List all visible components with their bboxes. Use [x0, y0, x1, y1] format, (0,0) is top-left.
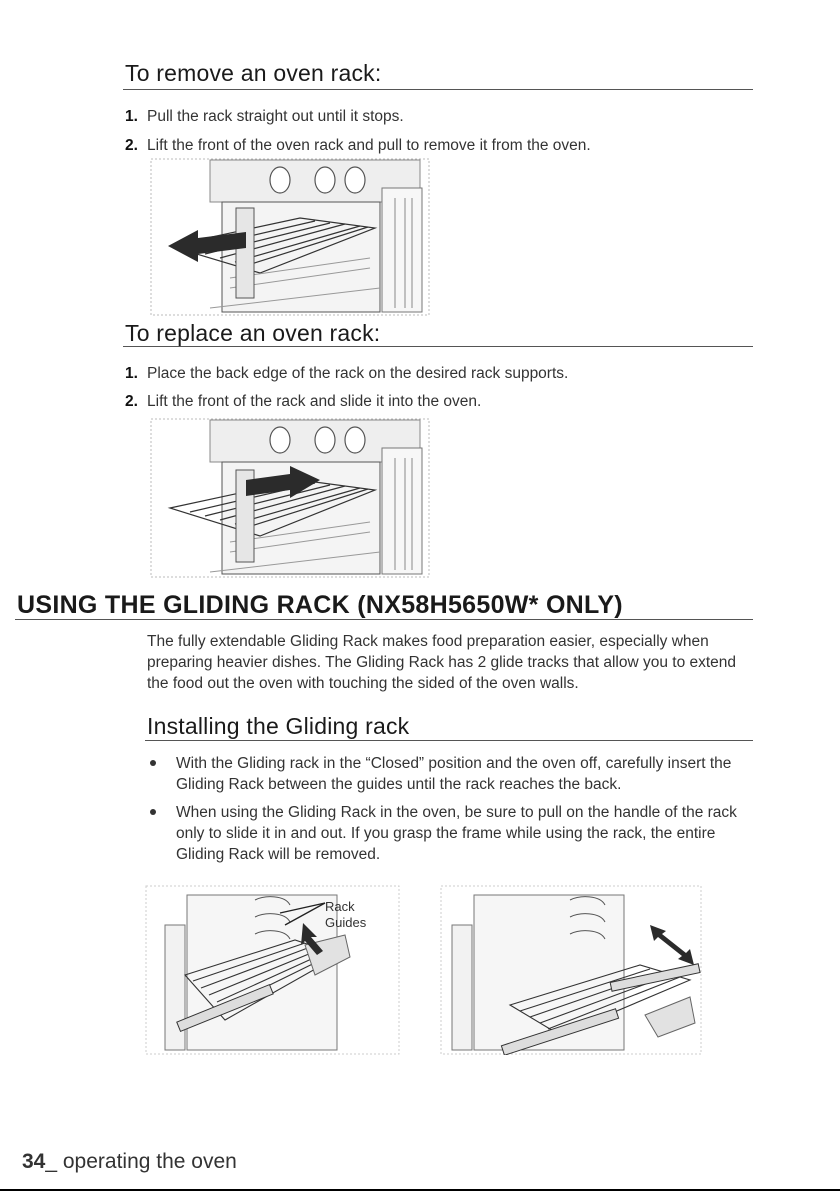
replace-rack-illustration [150, 418, 430, 578]
bullet-text: With the Gliding rack in the “Closed” po… [176, 755, 732, 793]
installing-bullet-1: With the Gliding rack in the “Closed” po… [150, 753, 760, 795]
callout-line-rack: Rack [325, 899, 355, 914]
rack-guides-illustration [145, 885, 400, 1055]
installing-heading-rule [145, 740, 753, 741]
remove-rack-illustration [150, 158, 430, 316]
step-number: 2. [125, 137, 138, 154]
replace-rack-heading: To replace an oven rack: [125, 320, 381, 346]
page-footer: 34_ operating the oven [22, 1150, 237, 1174]
gliding-rack-paragraph: The fully extendable Gliding Rack makes … [147, 633, 737, 692]
gliding-rack-extended-illustration [440, 885, 702, 1055]
bullet-text: When using the Gliding Rack in the oven,… [176, 804, 737, 863]
gliding-heading-rule [15, 619, 753, 620]
remove-heading-rule [123, 89, 753, 90]
step-number: 1. [125, 108, 138, 125]
footer-section: _ operating the oven [45, 1150, 237, 1173]
step-text: Lift the front of the oven rack and pull… [147, 137, 591, 154]
step-number: 1. [125, 365, 138, 382]
page-number: 34 [22, 1150, 46, 1173]
step-text: Place the back edge of the rack on the d… [147, 365, 569, 382]
installing-heading: Installing the Gliding rack [147, 713, 410, 739]
page-bottom-rule [0, 1189, 840, 1191]
bullet-dot [150, 809, 156, 815]
installing-bullet-2: When using the Gliding Rack in the oven,… [150, 802, 760, 865]
replace-heading-rule [123, 346, 753, 347]
step-text: Pull the rack straight out until it stop… [147, 108, 404, 125]
step-number: 2. [125, 393, 138, 410]
remove-rack-heading: To remove an oven rack: [125, 60, 382, 86]
callout-line-guides: Guides [325, 915, 367, 930]
gliding-rack-heading: USING THE GLIDING RACK (NX58H5650W* ONLY… [17, 591, 623, 619]
step-text: Lift the front of the rack and slide it … [147, 393, 482, 410]
rack-guides-callout: Rack Guides [325, 899, 366, 931]
bullet-dot [150, 760, 156, 766]
